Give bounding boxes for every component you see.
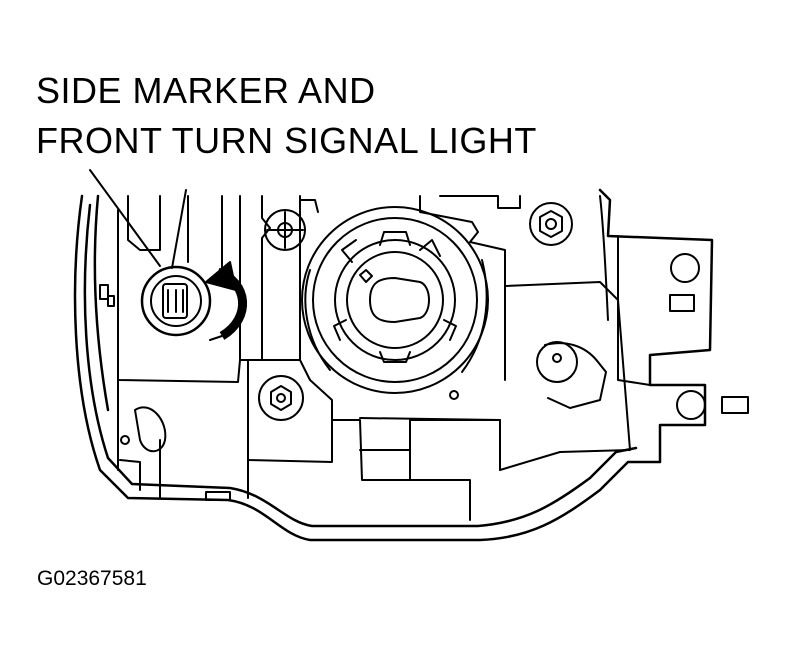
inner-frame — [117, 195, 651, 499]
callout-line-2: FRONT TURN SIGNAL LIGHT — [36, 120, 537, 161]
callout-label: SIDE MARKER AND FRONT TURN SIGNAL LIGHT — [36, 66, 537, 166]
turn-signal-socket — [140, 265, 212, 337]
socket-tabs — [333, 231, 457, 363]
rotate-arrow-icon — [205, 261, 248, 341]
housing-outline — [73, 188, 714, 542]
headlamp-bulb-socket — [301, 206, 489, 394]
figure-id: G02367581 — [37, 567, 147, 590]
lower-brackets — [99, 284, 501, 521]
fasteners — [120, 202, 749, 445]
leader-lines — [89, 169, 187, 269]
callout-line-1: SIDE MARKER AND — [36, 70, 376, 111]
